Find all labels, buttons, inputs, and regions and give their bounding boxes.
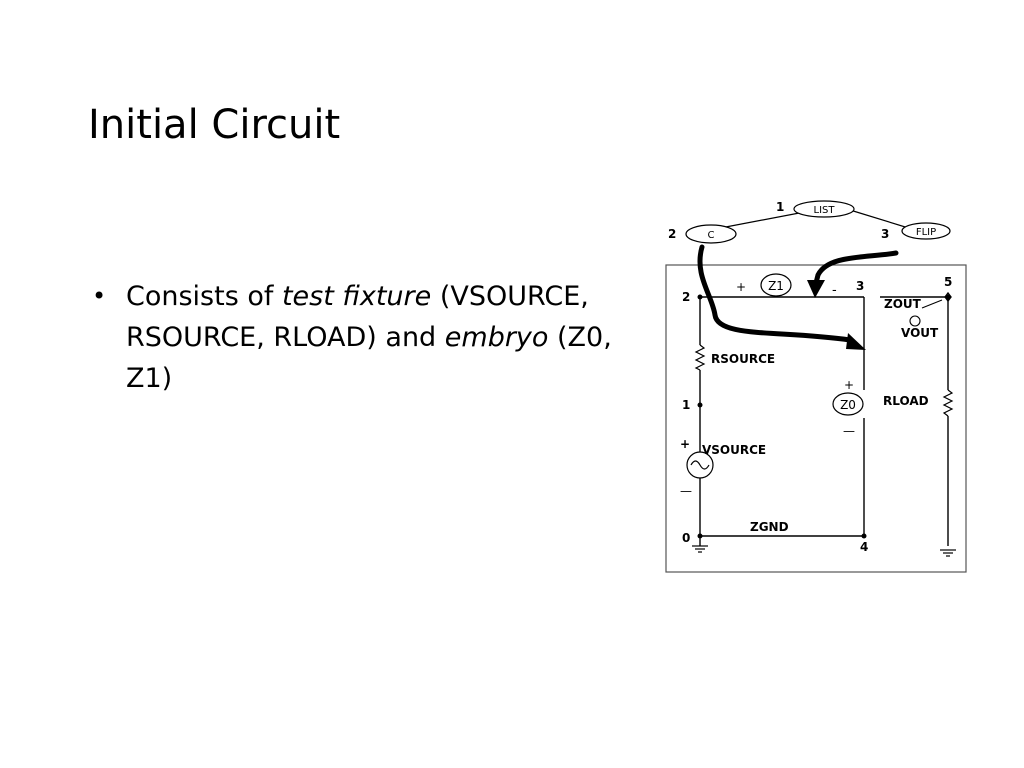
c-to-z0-arrow (697, 244, 853, 343)
ground-icon (940, 549, 956, 557)
rload-label: RLOAD (883, 394, 929, 408)
tree-node-flip-label: FLIP (916, 227, 936, 238)
bullet-item: • Consists of test fixture (VSOURCE, RSO… (92, 276, 632, 399)
tree-number-3: 3 (881, 227, 889, 241)
zgnd-label: ZGND (750, 520, 789, 534)
ac-wave-icon (690, 460, 710, 470)
slide-title: Initial Circuit (88, 102, 341, 148)
bullet-text-3: (Z0, Z1) (126, 322, 612, 394)
zout-label: ZOUT (884, 297, 922, 311)
rsource-label: RSOURCE (711, 352, 775, 366)
circuit-diagram: LIST 1 C 2 FLIP 3 Z1 + - Z0 + — RSOURCE … (665, 200, 967, 573)
circuit-wires (699, 291, 952, 546)
node-number-5: 5 (944, 275, 952, 289)
z0-plus-sign: + (844, 378, 854, 392)
tree-node-c-label: C (708, 230, 715, 241)
tree-node-c (685, 224, 737, 244)
flip-to-z1-arrowhead (807, 280, 825, 298)
circuit-frame (665, 264, 967, 573)
z0-element (832, 392, 864, 416)
z0-label: Z0 (840, 398, 856, 412)
c-to-z0-arrowhead (846, 333, 866, 350)
node-dots (697, 294, 951, 539)
vout-label: VOUT (901, 326, 939, 340)
z1-minus-sign: - (832, 283, 837, 298)
ground-icon (692, 545, 708, 553)
tree-node-list-label: LIST (814, 205, 836, 216)
vout-probe-icon (909, 315, 921, 327)
z1-element (760, 273, 792, 297)
tree-node-list (793, 200, 855, 218)
node-number-0: 0 (682, 531, 690, 545)
rload-resistor (942, 389, 954, 417)
node-number-3: 3 (856, 279, 864, 293)
vsource-plus-sign: + (680, 437, 690, 451)
node-number-2: 2 (682, 290, 690, 304)
bullet-text-2: (VSOURCE, RSOURCE, RLOAD) and (126, 281, 589, 353)
bullet-emphasis-embryo: embryo (444, 322, 549, 353)
tree-number-1: 1 (776, 200, 784, 214)
z0-minus-sign: — (843, 424, 855, 438)
bullet-marker: • (92, 282, 107, 310)
node-number-4: 4 (860, 540, 868, 554)
tree-number-2: 2 (668, 227, 676, 241)
bullet-list: • Consists of test fixture (VSOURCE, RSO… (92, 276, 632, 399)
flip-to-z1-arrow (813, 250, 899, 286)
bullet-emphasis-test-fixture: test fixture (281, 281, 432, 312)
bullet-text-1: Consists of (126, 281, 282, 312)
node-number-1: 1 (682, 398, 690, 412)
tree-node-flip (901, 222, 951, 240)
z1-label: Z1 (768, 279, 784, 293)
z1-plus-sign: + (736, 280, 746, 294)
vsource-label: VSOURCE (702, 443, 766, 457)
vsource-minus-sign: — (680, 484, 692, 498)
rsource-resistor (694, 344, 706, 371)
